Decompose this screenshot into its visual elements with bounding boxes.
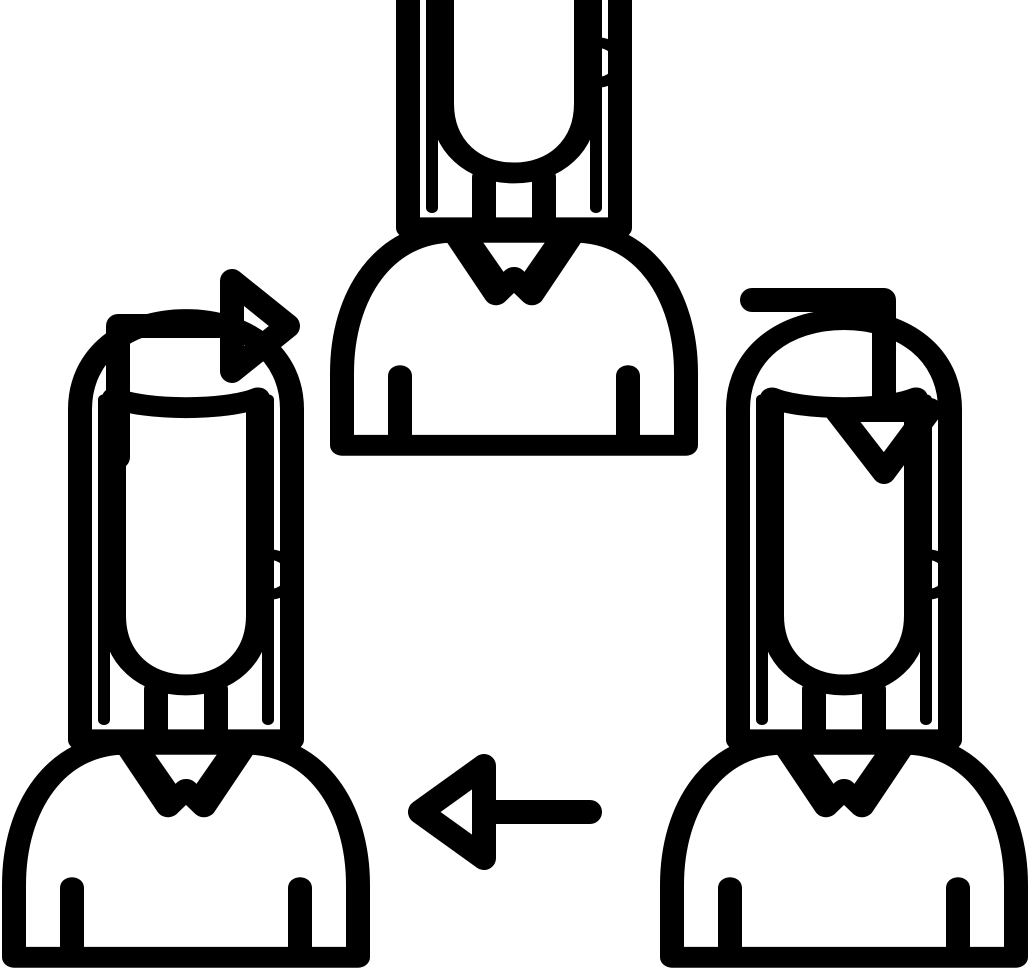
arrow-top-to-right <box>740 288 942 484</box>
arrow-left-to-top <box>106 269 300 469</box>
person-bottom-left <box>14 320 358 958</box>
person-top <box>342 0 686 445</box>
arrow-right-to-left <box>408 754 602 870</box>
